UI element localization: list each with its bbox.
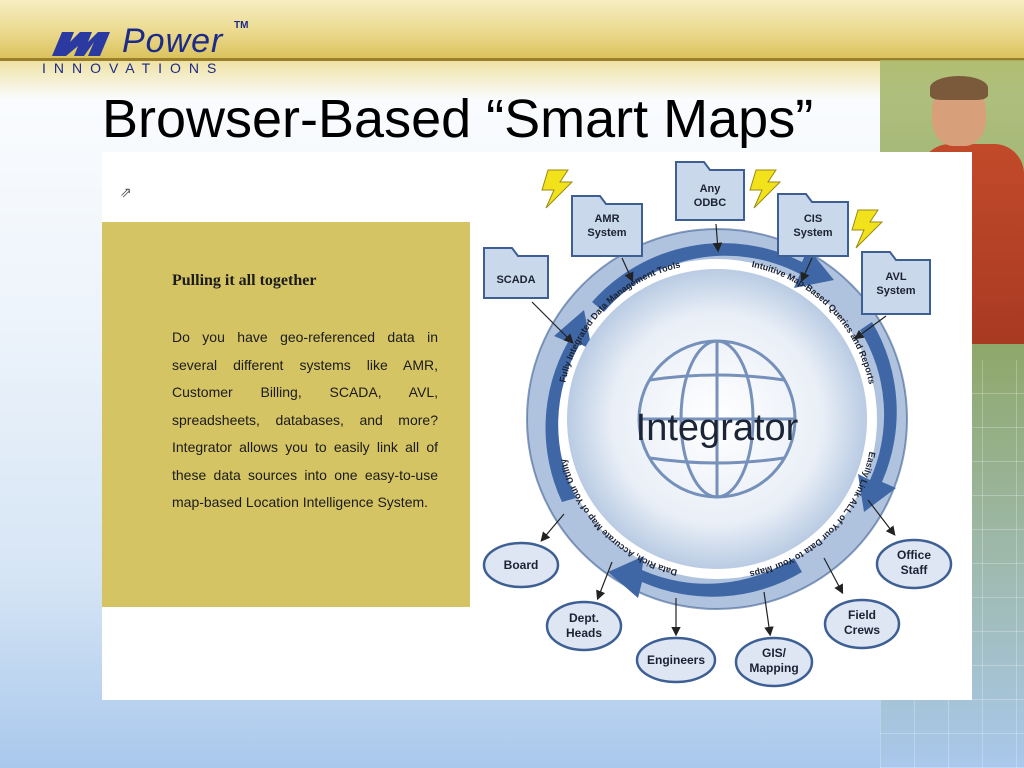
header-rule [0, 58, 1024, 61]
output-label: Board [504, 558, 539, 572]
ring-arrow-left [545, 310, 592, 502]
logo-trademark: TM [234, 20, 249, 31]
integrator-diagram: Integrator Fully Integrated Data Managem… [482, 161, 953, 688]
company-logo: Power TM INNOVATIONS [42, 20, 272, 80]
source-folder-avl: AVL System [854, 251, 931, 340]
output-field-crews: Field Crews [823, 557, 901, 650]
header-fade [0, 61, 1024, 99]
lightning-bolt-icon [851, 209, 884, 249]
output-gis-mapping: GIS/ Mapping [734, 591, 814, 688]
output-label: Dept. [569, 611, 599, 625]
output-label: Office [897, 548, 931, 562]
slide-title: Browser-Based “Smart Maps” [102, 89, 814, 149]
ring-arrow-right [858, 322, 897, 512]
header-band [0, 0, 1024, 62]
lightning-bolt-icon [749, 169, 782, 209]
output-label: GIS/ [762, 646, 787, 660]
source-label: Any [700, 183, 722, 195]
logo-subtitle: INNOVATIONS [42, 60, 225, 76]
output-office-staff: Office Staff [867, 499, 953, 590]
description-body: Do you have geo-referenced data in sever… [172, 329, 438, 510]
ring-arrow-top [592, 243, 834, 312]
source-label: AMR [594, 213, 619, 225]
lightning-bolt-icon [541, 169, 574, 209]
source-label-line2: System [587, 227, 626, 239]
screenshot-panel: ⇗ Pulling it all together Do you have ge… [102, 152, 972, 700]
output-label: Field [848, 608, 876, 622]
output-board: Board [482, 513, 565, 589]
output-engineers: Engineers [635, 598, 717, 684]
logo-wordmark: Power [122, 22, 224, 60]
source-folder-scada: SCADA [483, 247, 574, 344]
source-label-line2: System [876, 285, 915, 297]
source-label-line2: System [793, 227, 832, 239]
ring-arrow-bottom [608, 556, 802, 598]
globe-icon [637, 339, 797, 499]
description-heading: Pulling it all together [172, 272, 317, 289]
integrator-label: Integrator [636, 407, 799, 449]
outer-ring-edge [526, 228, 908, 610]
output-label: Engineers [647, 653, 705, 667]
source-folder-amr: AMR System [571, 195, 643, 283]
output-label-line2: Crews [844, 623, 880, 637]
source-label-line2: ODBC [694, 197, 726, 209]
description-box: Pulling it all together Do you have geo-… [102, 222, 470, 607]
output-label-line2: Mapping [749, 661, 798, 675]
source-label: CIS [804, 213, 822, 225]
source-folder-cis: CIS System [777, 193, 849, 283]
output-dept-heads: Dept. Heads [545, 561, 623, 652]
source-folder-odbc: Any ODBC [675, 161, 745, 253]
output-label-line2: Heads [566, 626, 602, 640]
source-label: AVL [885, 271, 906, 283]
mouse-cursor-icon: ⇗ [120, 184, 132, 200]
logo-mark-icon [52, 32, 110, 56]
output-label-line2: Staff [901, 563, 929, 577]
source-label: SCADA [496, 274, 535, 286]
